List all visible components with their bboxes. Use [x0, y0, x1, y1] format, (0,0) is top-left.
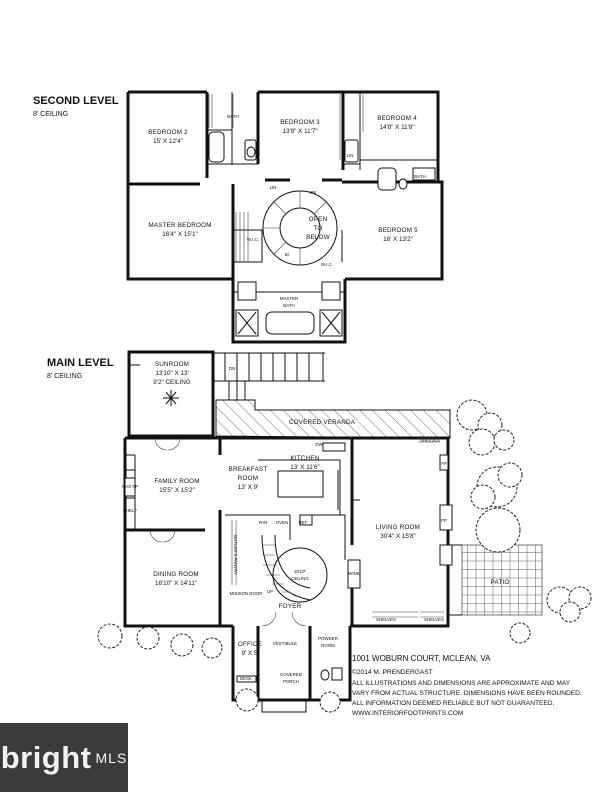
bath-label: BATH: [414, 174, 425, 179]
open-to-below-label: BELOW: [306, 234, 330, 241]
family-room-dim: 15'5" X 15'2": [159, 487, 195, 494]
open-to-below-label: OPEN: [309, 216, 328, 223]
master-bedroom-label: MASTER BEDROOM: [148, 222, 211, 229]
disclaimer-line: ALL ILLUSTRATIONS AND DIMENSIONS ARE APP…: [352, 680, 571, 687]
bedroom-3-label: BEDROOM 3: [280, 119, 320, 126]
main-level-ceiling: 8' CEILING: [47, 373, 82, 380]
gas-fireplace-label: GAS FP: [122, 484, 138, 489]
master-bath-label: MASTER: [280, 296, 298, 301]
disclaimer-line: VARY FROM ACTUAL STRUCTURE. DIMENSIONS H…: [352, 690, 582, 697]
office-dim: 9' X 5': [241, 650, 258, 657]
watermark-brand: bright: [0, 739, 92, 775]
fireplace-label: FP: [441, 461, 447, 466]
website-text: WWW.INTERIORFOOTPRINTS.COM: [352, 710, 463, 717]
stair-down-label: DN: [310, 190, 316, 195]
open-to-below-label: TO: [313, 225, 322, 232]
kitchen-label: KITCHEN: [290, 455, 319, 462]
walk-in-closet-label: W.I.C.: [247, 237, 259, 242]
fireplace-label: FP: [441, 518, 447, 523]
shelves-label: SHELVES: [376, 617, 396, 622]
breakfast-room-dim: 13' X 9': [238, 484, 259, 491]
main-level-title: MAIN LEVEL: [47, 357, 114, 369]
oven-label: OVEN: [276, 520, 288, 525]
powder-room-label: ROOM: [321, 643, 335, 648]
watermark-suffix: MLS: [95, 749, 128, 766]
bedroom-4-label: BEDROOM 4: [377, 115, 417, 122]
foyer-label: FOYER: [279, 603, 302, 610]
shelves-label: SHELVES: [420, 438, 440, 443]
covered-porch-label: COVERED: [280, 672, 302, 677]
breakfast-room-label: ROOM: [238, 475, 258, 482]
sunroom-label: SUNROOM: [155, 361, 189, 368]
sunroom-dim: 13'10" X 13': [155, 370, 188, 377]
living-room-label: LIVING ROOM: [376, 524, 420, 531]
sunroom-ceiling: 9'2" CEILING: [153, 379, 190, 386]
pantry-label: PAN: [259, 520, 268, 525]
bedroom-5-dim: 16' X 13'2": [383, 236, 413, 243]
info-block: 1001 WOBURN COURT, MCLEAN, VA ©2014 M. P…: [352, 654, 582, 717]
dishwasher-label: DW: [315, 442, 323, 447]
shelf-label: SHELF: [123, 508, 137, 513]
second-level-plan: SECOND LEVEL 8' CEILING BEDROOM 2 15: [33, 90, 444, 344]
dining-room-dim: 16'10" X 14'11": [155, 580, 197, 587]
stair-up-label: UP: [267, 589, 273, 594]
bedroom-4-dim: 14'8" X 11'8": [379, 124, 414, 131]
stair-ceiling-label: 18'10": [294, 569, 307, 574]
vestibule-label: VESTIBULE: [273, 641, 297, 646]
main-level-plan: MAIN LEVEL 8' CEILING: [47, 350, 592, 713]
dining-room-label: DINING ROOM: [153, 571, 199, 578]
linen-label: LIN: [347, 153, 354, 158]
disclaimer-line: ALL INFORMATION DEEMED RELIABLE BUT NOT …: [352, 700, 555, 707]
covered-porch-label: PORCH: [283, 679, 299, 684]
family-room-label: FAMILY ROOM: [154, 478, 199, 485]
shelves-label: SHELVES: [424, 617, 444, 622]
stair-ceiling-label: CEILING: [291, 576, 309, 581]
bedroom-5-label: BEDROOM 5: [378, 227, 418, 234]
walk-in-closet-label: W.I.C.: [321, 262, 333, 267]
master-bath-label: BATH: [283, 303, 294, 308]
desk-label: DESK: [240, 676, 252, 681]
wine-label: WINE: [348, 571, 360, 576]
refrigerator-label: REF: [299, 520, 308, 525]
address-text: 1001 WOBURN COURT, MCLEAN, VA: [352, 654, 491, 663]
stair-down-label: DN: [229, 366, 235, 371]
bedroom-2-label: BEDROOM 2: [148, 129, 188, 136]
second-level-title: SECOND LEVEL: [33, 95, 119, 107]
living-room-dim: 30'4" X 15'8": [380, 533, 416, 540]
landscaping: [97, 399, 592, 713]
built-in-label: BI: [285, 252, 289, 257]
breakfast-room-label: BREAKFAST: [229, 466, 268, 473]
mission-door-label: MISSION DOOR: [230, 591, 263, 596]
bedroom-3-dim: 13'8" X 11'7": [282, 128, 317, 135]
bedroom-2-dim: 15' X 12'4": [153, 138, 183, 145]
linen-label: LIN: [270, 185, 277, 190]
second-level-ceiling: 8' CEILING: [33, 111, 68, 118]
patio-label: PATIO: [491, 579, 510, 586]
copyright-text: ©2014 M. PRENDERGAST: [352, 668, 433, 676]
kitchen-dim: 13' X 11'6": [290, 464, 319, 471]
office-label: OFFICE: [238, 641, 262, 648]
butlers-pantry-label: BUTLER'S PANTRY: [233, 535, 238, 575]
powder-room-label: POWDER: [318, 636, 338, 641]
bath-label: BATH: [227, 114, 238, 119]
covered-veranda-label: COVERED VERANDA: [289, 419, 356, 426]
master-bedroom-dim: 16'4" X 15'1": [162, 231, 198, 238]
